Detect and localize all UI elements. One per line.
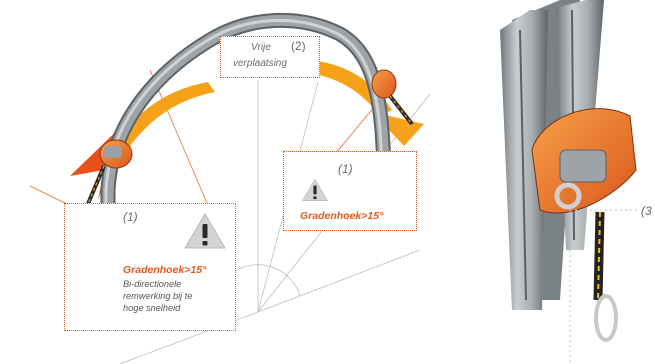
left-callout: (1) Gradenhoek>15° Bi-directionele remwe…: [64, 203, 236, 331]
warning-triangle-icon: [301, 178, 329, 202]
right-callout-number: (1): [338, 162, 353, 176]
left-desc-line3: hoge snelheid: [123, 303, 180, 315]
free-movement-number: (2): [291, 39, 306, 53]
right-angle-warning: Gradenhoek>15°: [300, 210, 383, 222]
left-desc-line2: remwerking bij te: [123, 291, 192, 303]
warning-triangle-icon: [183, 212, 227, 250]
right-callout: (1) Gradenhoek>15°: [283, 151, 417, 231]
left-angle-warning: Gradenhoek>15°: [123, 264, 206, 276]
rail-callout-number: (3: [641, 204, 652, 218]
free-movement-line1: Vrije: [251, 42, 271, 53]
left-callout-number: (1): [123, 210, 138, 224]
left-desc-line1: Bi-directionele: [123, 279, 181, 291]
free-movement-line2: verplaatsing: [233, 58, 287, 69]
free-movement-callout: Vrije (2) verplaatsing: [220, 36, 320, 78]
